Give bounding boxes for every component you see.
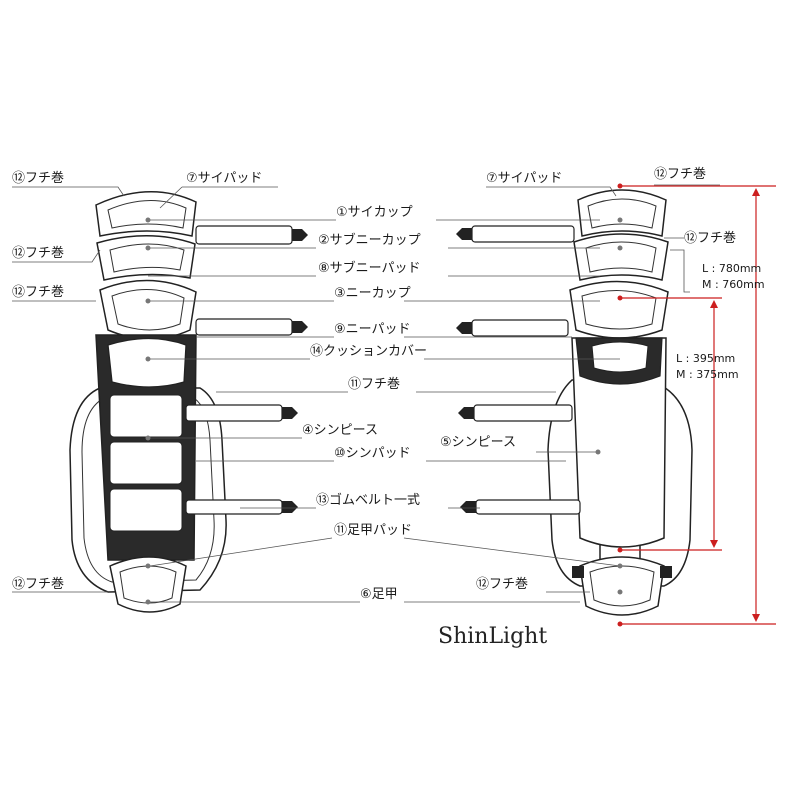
right-knee-cup — [569, 280, 669, 339]
right-sub-knee-cup — [573, 233, 669, 281]
left-rubber-belt — [185, 499, 283, 515]
label-sai-cup: ①サイカップ — [336, 205, 413, 220]
label-shin-piece-4: ④シンピース — [302, 423, 378, 438]
right-shin-piece — [571, 337, 667, 548]
right-rubber-belt — [475, 499, 581, 515]
label-sai-pad-right: ⑦サイパッド — [486, 171, 562, 186]
left-instep — [109, 556, 187, 613]
part-markers — [145, 217, 623, 605]
label-fuchimaki-knee-left: ⑫フチ巻 — [12, 285, 64, 300]
label-knee-pad: ⑨ニーパッド — [334, 322, 411, 337]
label-rubber-belt: ⑬ゴムベルト一式 — [316, 492, 420, 508]
right-thigh-cup — [577, 189, 667, 237]
label-shin-piece-5: ⑤シンピース — [440, 435, 516, 450]
label-fuchimaki-top-left: ⑫フチ巻 — [12, 171, 64, 186]
label-knee-cup: ③ニーカップ — [334, 286, 411, 301]
label-instep-pad: ⑪足甲パッド — [334, 523, 412, 538]
label-sub-knee-cup: ②サブニーカップ — [318, 232, 421, 248]
left-shin-strap — [185, 404, 283, 422]
brand-name: ShinLight — [438, 624, 547, 649]
label-fuchimaki-11: ⑪フチ巻 — [348, 377, 400, 392]
right-thigh-strap — [471, 225, 575, 243]
right-shin-guard — [456, 189, 693, 616]
dim-shin-m: M : 375mm — [676, 368, 739, 381]
label-fuchimaki-mid-right: ⑫フチ巻 — [684, 231, 736, 246]
dim-shin-l: L : 395mm — [676, 352, 735, 365]
label-instep: ⑥足甲 — [360, 587, 398, 602]
label-fuchimaki-bottom-left: ⑫フチ巻 — [12, 577, 64, 592]
label-fuchimaki-mid-left: ⑫フチ巻 — [12, 246, 64, 261]
label-sai-pad-left: ⑦サイパッド — [186, 171, 262, 186]
dim-total-l: L : 780mm — [702, 262, 761, 275]
right-shin-strap — [473, 404, 573, 422]
label-cushion-cover: ⑭クッションカバー — [310, 344, 427, 359]
dim-total-m: M : 760mm — [702, 278, 765, 291]
left-knee-strap — [195, 318, 293, 336]
label-shin-pad: ⑩シンパッド — [334, 446, 411, 461]
leader-lines — [12, 184, 720, 603]
dimension-labels: L : 780mm M : 760mm L : 395mm M : 375mm — [676, 262, 765, 381]
right-knee-strap — [471, 319, 569, 337]
label-fuchimaki-top-right: ⑫フチ巻 — [654, 167, 706, 182]
right-instep — [579, 556, 665, 616]
part-labels: ⑫フチ巻 ⑦サイパッド ⑫フチ巻 ⑫フチ巻 ⑫フチ巻 ①サイカップ ②サブニーカ… — [12, 167, 736, 602]
left-shin-guard — [69, 190, 308, 613]
dimension-lines — [617, 183, 776, 627]
left-thigh-strap — [195, 225, 293, 245]
label-fuchimaki-bottom-right: ⑫フチ巻 — [476, 577, 528, 592]
label-sub-knee-pad: ⑧サブニーパッド — [318, 260, 421, 276]
left-thigh-cup — [95, 190, 197, 237]
